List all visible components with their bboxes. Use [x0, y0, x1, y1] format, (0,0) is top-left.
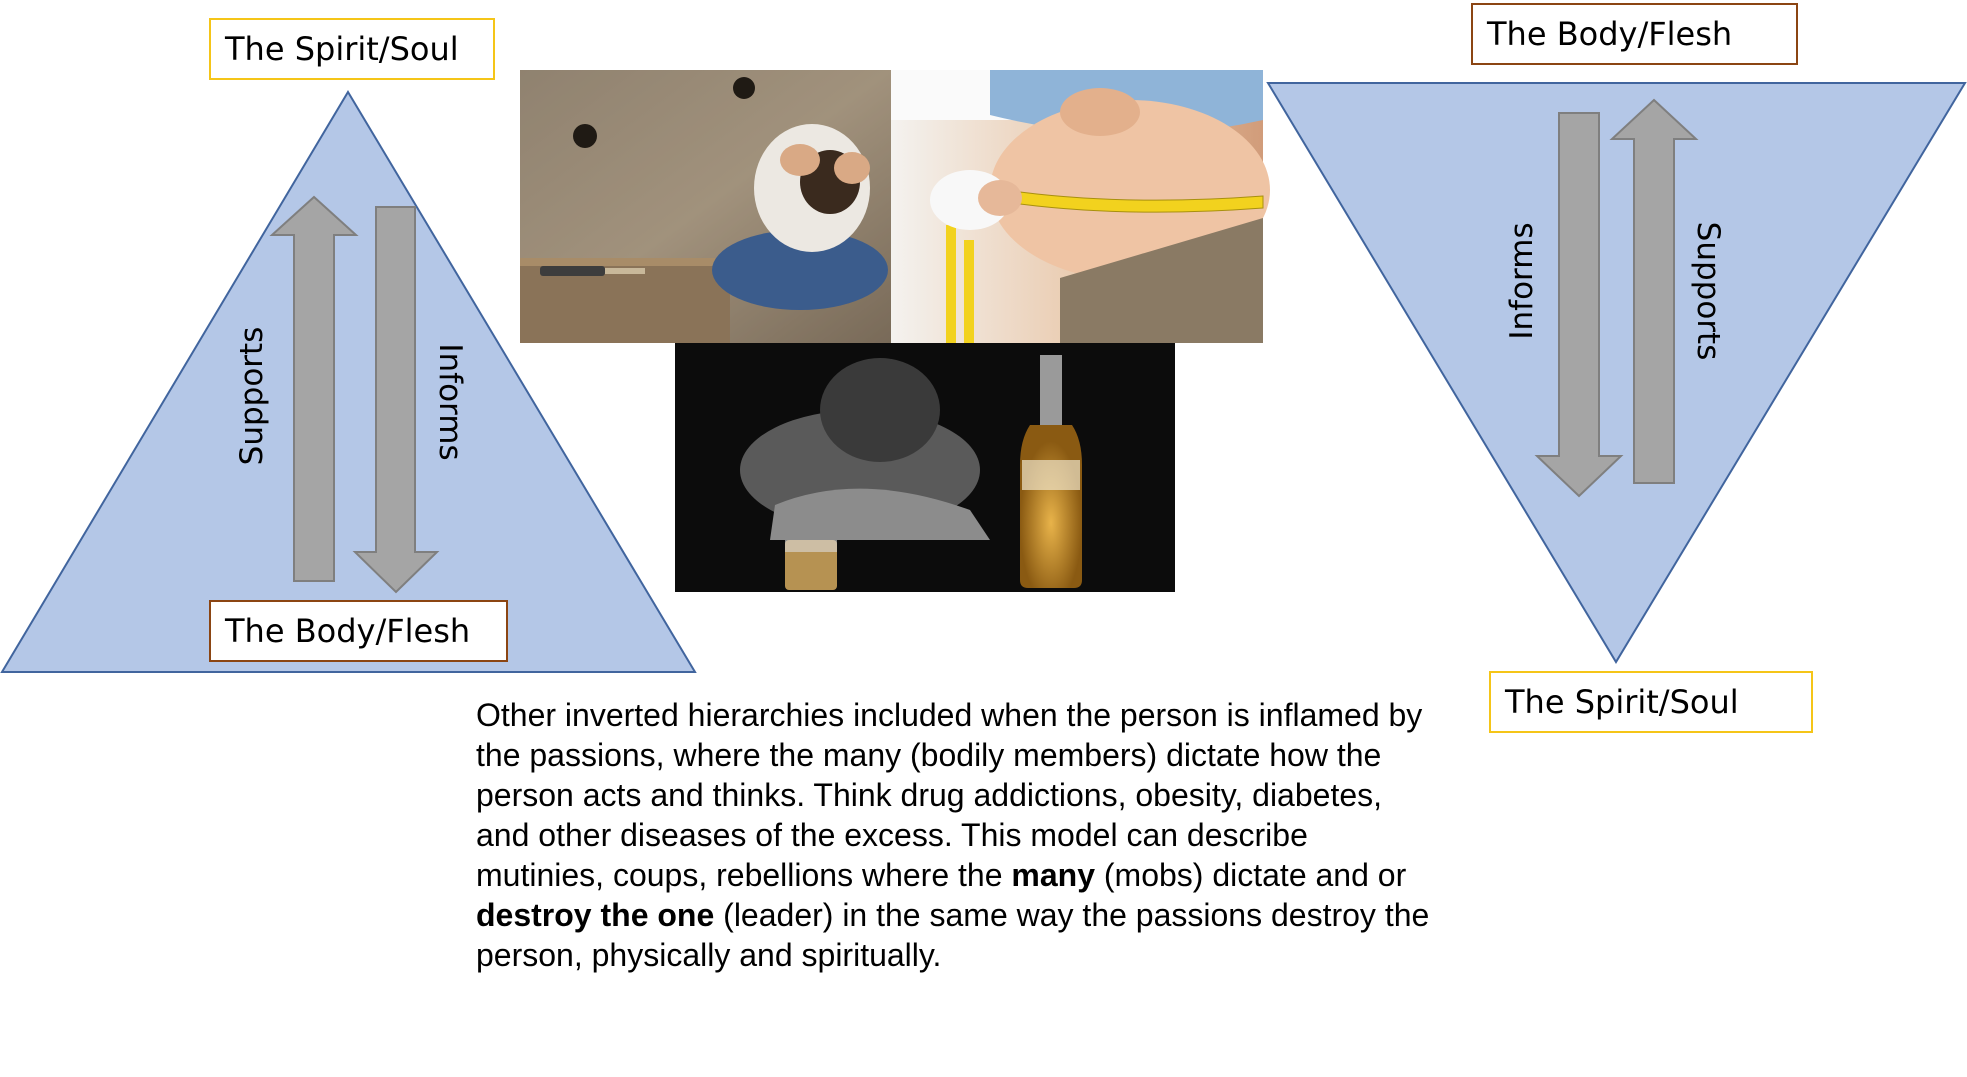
- left-supports-label: Supports: [234, 327, 270, 466]
- caption-part-1: Other inverted hierarchies included when…: [476, 697, 1423, 893]
- photo-alcoholism: [675, 343, 1175, 592]
- right-inverted-triangle: [1266, 82, 1967, 664]
- right-informs-label: Informs: [1504, 222, 1540, 339]
- left-top-label-box: The Spirit/Soul: [209, 18, 495, 80]
- right-top-label: The Body/Flesh: [1487, 15, 1733, 53]
- photo-obesity: [891, 70, 1270, 343]
- caption-part-3: (leader) in the same way the passions de…: [476, 897, 1430, 973]
- caption-part-2: (mobs) dictate and or: [1094, 857, 1407, 893]
- right-informs-down-arrow: [1534, 112, 1624, 498]
- caption-bold-many: many: [1011, 857, 1095, 893]
- left-supports-up-arrow: [269, 195, 359, 582]
- caption-bold-destroy: destroy the one: [476, 897, 715, 933]
- left-pyramid-triangle: [0, 90, 697, 673]
- right-top-label-box: The Body/Flesh: [1471, 3, 1798, 65]
- photo-drug-addiction: [520, 70, 891, 343]
- left-bottom-label: The Body/Flesh: [225, 612, 471, 650]
- right-bottom-label: The Spirit/Soul: [1505, 683, 1739, 721]
- right-supports-up-arrow: [1609, 98, 1699, 484]
- left-informs-label: Informs: [432, 343, 468, 460]
- right-supports-label: Supports: [1690, 222, 1726, 361]
- left-bottom-label-box: The Body/Flesh: [209, 600, 508, 662]
- left-informs-down-arrow: [352, 206, 440, 594]
- left-top-label: The Spirit/Soul: [225, 30, 459, 68]
- right-bottom-label-box: The Spirit/Soul: [1489, 671, 1813, 733]
- explanation-caption: Other inverted hierarchies included when…: [476, 695, 1436, 975]
